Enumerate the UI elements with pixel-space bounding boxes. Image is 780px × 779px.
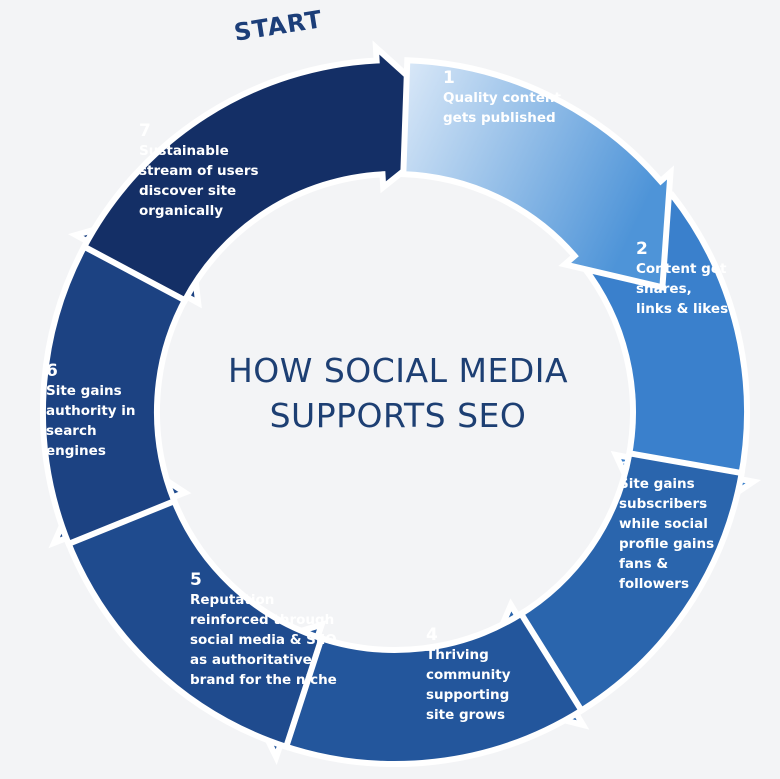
step-7-number: 7 [139, 121, 151, 141]
step-6-label-line: engines [46, 443, 106, 459]
step-4-label-line: community [426, 667, 511, 683]
step-1-label-line: Quality content [443, 90, 562, 106]
step-6-number: 6 [46, 361, 58, 381]
step-5-label-line: social media & SEO [190, 632, 337, 648]
step-3-label-line: while social [619, 516, 708, 532]
segment-step-1 [400, 57, 675, 292]
step-6-label-line: authority in [46, 403, 136, 419]
step-5-label-line: as authoritative [190, 652, 312, 668]
step-2-label-line: shares, [636, 281, 692, 297]
step-5-label-line: reinforced through [190, 612, 334, 628]
step-4-label-line: site grows [426, 707, 505, 723]
step-2-number: 2 [636, 239, 648, 259]
center-title-line2: SUPPORTS SEO [270, 396, 527, 435]
step-2-label-line: Content get [636, 261, 727, 277]
step-4-label-line: Thriving [426, 647, 489, 663]
step-7-label-line: stream of users [139, 163, 259, 179]
step-1-number: 1 [443, 68, 455, 88]
step-3-number: 3 [619, 454, 631, 474]
step-7-label-line: discover site [139, 183, 236, 199]
step-6-label-line: Site gains [46, 383, 122, 399]
step-4-label-line: supporting [426, 687, 509, 703]
step-3-label-line: Site gains [619, 476, 695, 492]
step-6-label-line: search [46, 423, 97, 439]
step-4-number: 4 [426, 625, 438, 645]
step-3-label-line: fans & [619, 556, 668, 572]
step-5-label-line: Reputation [190, 592, 274, 608]
step-1-label-line: gets published [443, 110, 556, 126]
segment-step-7 [80, 40, 467, 305]
center-title-line1: HOW SOCIAL MEDIA [228, 351, 568, 390]
start-label: START [232, 5, 324, 47]
step-3-label-line: followers [619, 576, 689, 592]
step-3-label-line: profile gains [619, 536, 714, 552]
step-5-label-line: brand for the niche [190, 672, 337, 688]
step-2-label-line: links & likes [636, 301, 728, 317]
step-5-number: 5 [190, 570, 202, 590]
step-3-label-line: subscribers [619, 496, 707, 512]
cycle-segments [39, 40, 762, 767]
step-7-label-line: organically [139, 203, 223, 219]
step-7-label-line: Sustainable [139, 143, 229, 159]
